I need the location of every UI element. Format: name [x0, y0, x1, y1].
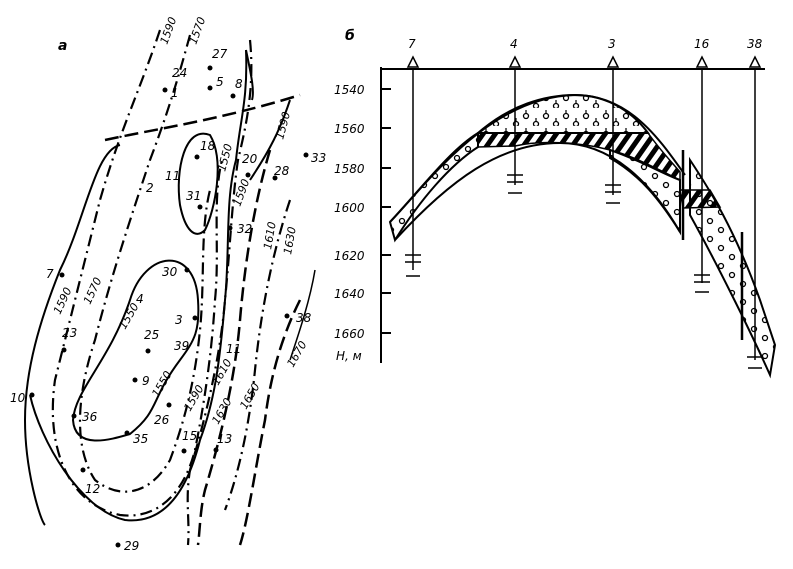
section-well-label: 38: [747, 37, 763, 51]
gas-cap: [475, 93, 650, 134]
well-label: 12: [85, 482, 100, 496]
contour-1630: [223, 199, 292, 511]
depth-tick-label: 1540: [334, 83, 365, 97]
well-label: 5: [216, 75, 224, 89]
well-label: 2: [146, 181, 154, 195]
well-label: 38: [296, 311, 312, 325]
contour-label: 1610: [261, 221, 279, 251]
contour-1590-east: [186, 39, 253, 546]
reservoir-top: [389, 93, 686, 223]
well-label: 30: [162, 265, 178, 279]
cross-section: б 1540 1560 1580 1600 1620 1640 1660 H, …: [334, 28, 777, 379]
panel-a-label: а: [58, 38, 67, 54]
well-label: 27: [212, 47, 228, 61]
well-label: 11: [165, 169, 180, 183]
depth-tick-label: 1640: [334, 287, 365, 301]
well-label: 8: [235, 77, 243, 91]
section-well-label: 16: [694, 37, 710, 51]
oil-zone: [477, 132, 681, 182]
well-label: 25: [144, 328, 159, 342]
water-zone-left: [388, 131, 479, 243]
contour-1610: [196, 149, 272, 546]
contour-label: 1590: [158, 15, 180, 46]
fault-line: [104, 93, 301, 142]
section-wells: [405, 55, 763, 369]
depth-tick-label: 1620: [334, 249, 365, 263]
oil-zone-block: [679, 189, 722, 209]
contour-1550-north: [177, 132, 219, 235]
well-label: 29: [124, 539, 139, 553]
section-well-label: 4: [510, 37, 518, 51]
well-label: 7: [46, 267, 54, 281]
depth-tick-label: 1660: [334, 327, 365, 341]
contour-label: 1590: [231, 177, 253, 208]
well-label: 13: [217, 432, 232, 446]
contour-1650: [238, 299, 302, 546]
depth-ticks: [381, 88, 391, 334]
well-label: 35: [133, 432, 148, 446]
well-label: 15: [182, 429, 197, 443]
panel-b-label: б: [345, 28, 355, 44]
structure-map: а 24 1 27 5 8 18 20 33 28 11 2: [10, 15, 326, 553]
well-label: 31: [186, 189, 201, 203]
well-label: 11: [226, 342, 241, 356]
contour-label: 1630: [281, 226, 299, 256]
well-label: 24: [172, 66, 187, 80]
well-label: 32: [237, 222, 252, 236]
well-label: 26: [154, 413, 170, 427]
depth-tick-label: 1560: [334, 122, 365, 136]
contour-label: 1610: [209, 357, 234, 388]
well-label: 28: [274, 164, 290, 178]
well-label: 33: [311, 151, 326, 165]
contour-label: 1570: [81, 275, 105, 306]
well-label: 18: [200, 139, 216, 153]
contour-1570: [78, 34, 212, 493]
contour-label: 1650: [237, 381, 262, 412]
contour-label: 1550: [215, 142, 235, 172]
well-label: 39: [174, 339, 189, 353]
well-label: 1: [171, 86, 179, 100]
contour-label: 1550: [116, 301, 141, 332]
depth-tick-label: 1600: [334, 201, 365, 215]
section-well-label: 7: [408, 37, 416, 51]
well-label: 10: [10, 391, 26, 405]
section-well-label: 3: [608, 37, 616, 51]
well-label: 23: [62, 326, 77, 340]
contour-1670: [289, 269, 316, 361]
reservoir-bottom: [394, 141, 681, 241]
contour-label: 1550: [149, 369, 174, 400]
depth-tick-label: 1580: [334, 162, 365, 176]
contour-north-loop: [245, 49, 291, 181]
well-label: 20: [242, 152, 258, 166]
well-label: 3: [175, 313, 183, 327]
contour-label: 1630: [209, 396, 234, 427]
map-wells: [29, 65, 309, 548]
well-label: 9: [142, 374, 150, 388]
depth-axis-label: H, м: [336, 349, 362, 363]
well-label: 4: [136, 292, 144, 306]
contour-label: 1590: [273, 110, 293, 140]
contour-label: 1570: [187, 15, 209, 46]
well-label: 36: [82, 410, 98, 424]
contour-label: 1670: [284, 339, 309, 370]
contour-1590-west: [51, 29, 224, 517]
